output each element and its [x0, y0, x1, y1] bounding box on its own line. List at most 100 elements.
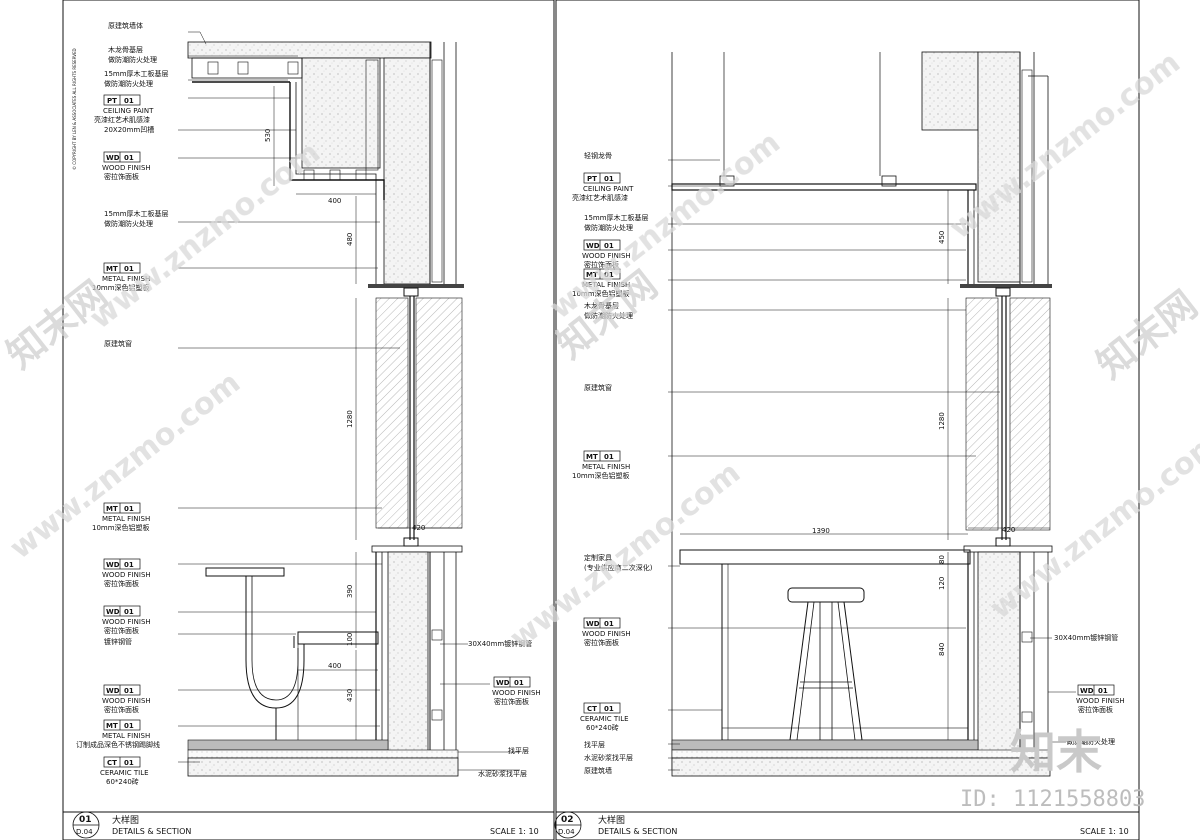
svg-text:CT: CT: [107, 759, 117, 767]
copyright-text: © COPYRIGHT BY LEN & ASSOCIATES ALL RIGH…: [72, 48, 77, 170]
label-custom-furniture-sub: (专业供应商二次深化): [584, 563, 653, 572]
svg-text:01: 01: [514, 679, 524, 687]
detail-number-02: 02: [561, 815, 574, 825]
svg-text:密拉饰面板: 密拉饰面板: [1078, 705, 1113, 714]
svg-text:密拉饰面板: 密拉饰面板: [104, 626, 139, 635]
dim-1280-right: 1280: [938, 412, 946, 430]
tag-ct-01-right: CT 01 CERAMIC TILE 60*240砖: [580, 702, 629, 732]
svg-text:METAL FINISH: METAL FINISH: [102, 732, 150, 740]
label-wood-keel-sub: 做防潮防火处理: [108, 55, 157, 64]
svg-text:01: 01: [124, 561, 134, 569]
svg-text:01: 01: [124, 154, 134, 162]
svg-text:10mm深色铝塑板: 10mm深色铝塑板: [92, 523, 150, 532]
svg-text:01: 01: [124, 687, 134, 695]
svg-text:METAL FINISH: METAL FINISH: [582, 463, 630, 471]
tag-wd-01-right-c: WD 01 WOOD FINISH 密拉饰面板: [1076, 684, 1125, 714]
detail-number-01: 01: [79, 815, 92, 825]
label-custom-furniture: 定制家具: [584, 553, 612, 562]
svg-text:CEILING PAINT: CEILING PAINT: [583, 185, 634, 193]
svg-text:01: 01: [124, 505, 134, 513]
brand-watermark: 知末: [1010, 725, 1102, 779]
tag-wd-01-left-b: WD 01 WOOD FINISH 密拉饰面板: [102, 558, 151, 588]
right-stool-seat: [787, 587, 865, 603]
dim-430: 430: [346, 689, 354, 702]
svg-text:www.znzmo.com: www.znzmo.com: [3, 365, 247, 566]
tag-wd-01-right-b: WD 01 WOOD FINISH 密拉饰面板: [582, 617, 631, 647]
id-watermark: ID: 1121558803: [960, 787, 1145, 812]
svg-text:WD: WD: [496, 679, 510, 687]
sheet-ref-left: D.04: [76, 828, 93, 836]
tag-pt-01-right: PT 01 CEILING PAINT 亮漆红艺术肌感漆: [572, 172, 634, 202]
svg-text:60*240砖: 60*240砖: [106, 777, 139, 786]
left-title-en: DETAILS & SECTION: [112, 827, 191, 836]
left-title-cn: 大样图: [112, 814, 139, 826]
dim-120: 120: [938, 577, 946, 590]
svg-text:MT: MT: [106, 265, 118, 273]
svg-text:密拉饰面板: 密拉饰面板: [494, 697, 529, 706]
tag-pt-01-left: PT 01 CEILING PAINT 亮漆红艺术肌感漆: [94, 94, 154, 124]
label-30x40-left: 30X40mm镀锌钢管: [468, 639, 532, 648]
svg-text:01: 01: [124, 265, 134, 273]
dim-400-top: 400: [328, 197, 341, 205]
dim-100: 100: [346, 633, 354, 646]
svg-text:WD: WD: [586, 620, 600, 628]
svg-text:01: 01: [124, 722, 134, 730]
left-section-drawing: [178, 31, 520, 777]
svg-text:10mm深色铝塑板: 10mm深色铝塑板: [92, 283, 150, 292]
window-hatch-right: [965, 297, 999, 531]
svg-text:METAL FINISH: METAL FINISH: [102, 275, 150, 283]
svg-text:密拉饰面板: 密拉饰面板: [584, 638, 619, 647]
svg-text:01: 01: [604, 453, 614, 461]
sheet-ref-right: D.04: [558, 828, 575, 836]
dim-400-bottom: 400: [328, 662, 341, 670]
svg-text:WOOD FINISH: WOOD FINISH: [102, 164, 151, 172]
svg-text:WD: WD: [1080, 687, 1094, 695]
svg-text:CT: CT: [587, 705, 597, 713]
svg-text:WD: WD: [106, 154, 120, 162]
left-title-block: 01 D.04 大样图 DETAILS & SECTION SCALE 1: 1…: [63, 811, 554, 839]
svg-text:WOOD FINISH: WOOD FINISH: [102, 618, 151, 626]
svg-text:METAL FINISH: METAL FINISH: [102, 515, 150, 523]
dim-450: 450: [938, 231, 946, 244]
label-15mm-board: 15mm厚木工板基层: [104, 69, 169, 78]
dim-1390: 1390: [812, 527, 830, 535]
right-title-en: DETAILS & SECTION: [598, 827, 677, 836]
dim-840: 840: [938, 643, 946, 656]
right-table-top: [679, 549, 971, 565]
label-steel-pipe-left: 镀锌钢管: [104, 637, 132, 646]
left-scale: SCALE 1: 10: [490, 827, 539, 836]
label-15mm-board-right: 15mm厚木工板基层: [584, 213, 649, 222]
column-concrete: [383, 57, 431, 285]
label-wood-keel-right-sub: 做防潮防火处理: [584, 311, 633, 320]
dim-480: 480: [346, 233, 354, 246]
svg-text:亮漆红艺术肌感漆: 亮漆红艺术肌感漆: [572, 193, 628, 202]
label-mortar-right: 水泥砂浆找平层: [584, 753, 633, 762]
label-mortar-left: 水泥砂浆找平层: [478, 769, 527, 778]
dim-420-left: 420: [412, 524, 425, 532]
tag-wd-01-left-c: WD 01 WOOD FINISH 密拉饰面板: [102, 605, 151, 635]
svg-text:METAL FINISH: METAL FINISH: [582, 281, 630, 289]
dim-530: 530: [264, 129, 272, 142]
svg-text:CERAMIC TILE: CERAMIC TILE: [100, 769, 149, 777]
label-groove: 20X20mm凹槽: [104, 125, 154, 134]
svg-text:亮漆红艺术肌感漆: 亮漆红艺术肌感漆: [94, 115, 150, 124]
svg-text:WOOD FINISH: WOOD FINISH: [102, 571, 151, 579]
right-title-block: 02 D.04 大样图 DETAILS & SECTION SCALE 1: 1…: [554, 811, 1139, 839]
right-title-cn: 大样图: [598, 814, 625, 826]
svg-text:MT: MT: [586, 453, 598, 461]
svg-text:WD: WD: [106, 561, 120, 569]
svg-text:密拉饰面板: 密拉饰面板: [104, 579, 139, 588]
tag-ct-01-left: CT 01 CERAMIC TILE 60*240砖: [100, 756, 149, 786]
sheet-border-right: [555, 0, 1140, 840]
label-orig-wall-right: 原建筑墙: [584, 766, 612, 775]
sheet-border-left: [62, 0, 555, 840]
right-scale: SCALE 1: 10: [1080, 827, 1129, 836]
lower-wall-concrete: [387, 551, 429, 763]
tag-wd-01-left-d: WD 01 WOOD FINISH 密拉饰面板: [102, 684, 151, 714]
svg-text:密拉饰面板: 密拉饰面板: [104, 705, 139, 714]
window-hatch-left: [375, 297, 409, 529]
svg-text:WOOD FINISH: WOOD FINISH: [582, 252, 631, 260]
dim-80: 80: [938, 555, 946, 564]
left-stool-seat: [205, 567, 285, 577]
